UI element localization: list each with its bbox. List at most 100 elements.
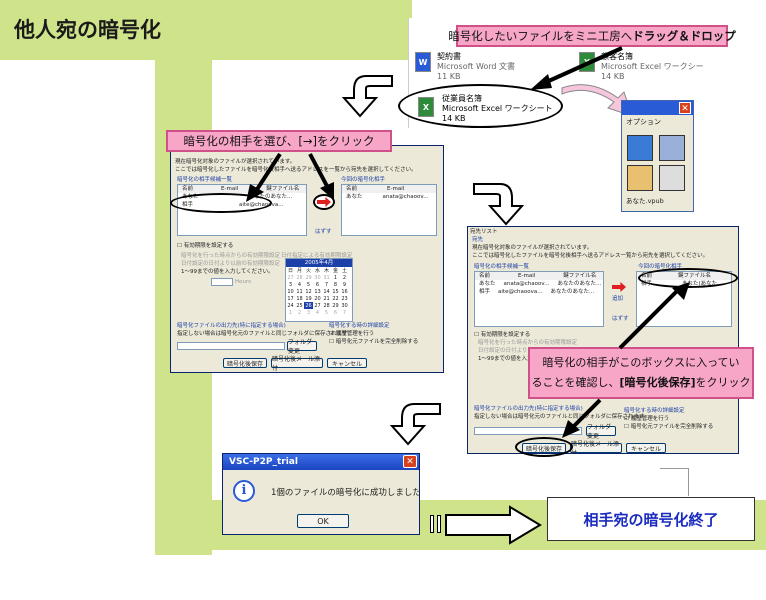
calendar-day[interactable]: 8 [333, 281, 338, 288]
calendar-day[interactable]: 19 [305, 295, 312, 302]
history-checkbox[interactable]: ☑ 履歴管理を行う [329, 331, 375, 337]
calendar-day[interactable]: 14 [323, 288, 330, 295]
hours-input[interactable] [211, 278, 233, 286]
table-row[interactable]: あなた anata@chaoov... あなたのあなた... [475, 280, 603, 288]
calendar-day[interactable]: 3 [306, 309, 311, 316]
output-note: 指定しない場合は暗号化元のファイルと同じフォルダに保存されます [474, 414, 645, 420]
folder-change-button[interactable]: フォルダ変更 [287, 339, 317, 355]
file-item-employees[interactable]: X [418, 97, 434, 117]
calendar-day[interactable]: 28 [296, 274, 303, 281]
history-checkbox[interactable]: ☑ 履歴管理を行う [624, 416, 670, 422]
col-header[interactable]: E-mail [518, 273, 536, 279]
calendar-day[interactable]: 21 [323, 295, 330, 302]
calendar-day[interactable]: 10 [287, 288, 294, 295]
calendar-day[interactable]: 27 [287, 274, 294, 281]
calendar-day[interactable]: 9 [342, 281, 347, 288]
calendar-day[interactable]: 16 [341, 288, 348, 295]
expire-option[interactable]: 日付設定の日付より以前の有効期限設定 [478, 347, 577, 355]
encrypt-save-button[interactable]: 暗号化後保存 [223, 358, 267, 368]
calendar-day[interactable]: 31 [323, 274, 330, 281]
calendar-day[interactable]: 1 [333, 274, 338, 281]
calendar-day[interactable]: 4 [315, 309, 320, 316]
encrypt-mail-button[interactable]: 暗号化後メール添付 [271, 356, 323, 372]
unit-select[interactable]: Hours [235, 279, 252, 285]
option-label[interactable]: オプション [626, 118, 661, 126]
calendar-day[interactable]: 30 [341, 302, 348, 309]
calendar-day[interactable]: 24 [287, 302, 294, 309]
outline-arrow-down-left-2 [389, 403, 441, 446]
table-row[interactable]: あなた anata@chaoov... [342, 193, 436, 201]
delete-original-checkbox[interactable]: ☐ 暗号化元ファイルを完全削除する [329, 339, 419, 345]
expire-option[interactable]: 日付設定の日付より以前の有効期限設定 [181, 261, 280, 267]
calendar-day[interactable]: 5 [324, 309, 329, 316]
output-path-input[interactable] [474, 427, 582, 435]
add-button[interactable]: 追加 [612, 296, 624, 302]
calendar-day[interactable]: 11 [296, 288, 303, 295]
col-header[interactable]: E-mail [387, 186, 405, 192]
calendar-day[interactable]: 1 [288, 309, 293, 316]
cancel-button[interactable]: キャンセル [626, 443, 666, 453]
calendar-day[interactable]: 22 [332, 295, 339, 302]
expire-checkbox[interactable]: ☐ 有効期限を設定する [177, 243, 234, 249]
expire-option[interactable]: 暗号化を行った時点からの有効期限設定 [181, 253, 281, 259]
col-header[interactable]: 名前 [346, 186, 358, 192]
calendar-day[interactable]: 12 [305, 288, 312, 295]
remove-button[interactable]: はずす [315, 229, 332, 235]
close-icon[interactable]: ✕ [679, 102, 691, 114]
table-row[interactable]: 相手 aite@chaoova... あなたのあなた... [475, 288, 603, 296]
col-header[interactable]: 鍵ファイル名 [266, 186, 300, 192]
encrypt-drop-icon[interactable] [627, 135, 653, 161]
expire-option[interactable]: 暗号化を行った時点からの有効期限設定 [478, 340, 578, 346]
calendar-day[interactable]: 26 [304, 302, 313, 309]
expire-option[interactable]: 日付指定による有効期限設定 [281, 253, 353, 259]
calendar-day[interactable]: 15 [332, 288, 339, 295]
cancel-button[interactable]: キャンセル [327, 358, 367, 368]
delete-original-checkbox[interactable]: ☐ 暗号化元ファイルを完全削除する [624, 424, 714, 430]
close-icon[interactable]: ✕ [403, 455, 417, 468]
col-header[interactable]: 名前 [479, 273, 491, 279]
encrypt-mail-button[interactable]: 暗号化後メール添付 [570, 441, 622, 453]
calendar-day[interactable]: 7 [342, 309, 347, 316]
calendar-day[interactable]: 18 [296, 295, 303, 302]
calendar-day[interactable]: 13 [314, 288, 321, 295]
folder-icon[interactable] [659, 165, 685, 191]
calendar-day[interactable]: 2 [342, 274, 347, 281]
history-label: 履歴管理を行う [630, 416, 670, 422]
add-arrow-button[interactable] [313, 194, 335, 210]
col-header[interactable]: 名前 [182, 186, 194, 192]
calendar-day[interactable]: 29 [332, 302, 339, 309]
ok-button[interactable]: OK [297, 514, 349, 528]
calendar-day[interactable]: 5 [306, 281, 311, 288]
calendar-day[interactable]: 29 [305, 274, 312, 281]
calendar-day[interactable]: 25 [296, 302, 303, 309]
file-item-contract[interactable]: W [415, 52, 431, 72]
file-type: Microsoft Word 文書 [437, 62, 516, 71]
calendar-day[interactable]: 3 [288, 281, 293, 288]
dragged-file-highlight[interactable]: X 従業員名簿 Microsoft Excel ワークシート 14 KB [398, 84, 563, 128]
calendar-day[interactable]: 7 [324, 281, 329, 288]
candidate-list[interactable]: 名前 E-mail 鍵ファイル名 あなた anata@chaoov... あなた… [474, 271, 604, 327]
calendar-day[interactable]: 27 [314, 302, 321, 309]
word-icon: W [415, 52, 431, 72]
divider [688, 468, 689, 496]
recipient-list[interactable]: 名前 E-mail あなた anata@chaoov... [341, 184, 437, 236]
expire-checkbox[interactable]: ☐ 有効期限を設定する [474, 332, 531, 338]
add-arrow-button[interactable] [610, 281, 628, 293]
user-icon[interactable] [627, 165, 653, 191]
calendar-day[interactable]: 6 [315, 281, 320, 288]
calendar-day[interactable]: 20 [314, 295, 321, 302]
calendar-day[interactable]: 28 [323, 302, 330, 309]
calendar-day[interactable]: 2 [297, 309, 302, 316]
calendar-day[interactable]: 6 [333, 309, 338, 316]
remove-button[interactable]: はずす [612, 316, 629, 322]
calendar-day[interactable]: 4 [297, 281, 302, 288]
decrypt-icon[interactable] [659, 135, 685, 161]
calendar-day[interactable]: 30 [314, 274, 321, 281]
col-header[interactable]: E-mail [221, 186, 239, 192]
calendar-day[interactable]: 23 [341, 295, 348, 302]
calendar-day[interactable]: 17 [287, 295, 294, 302]
output-path-input[interactable] [177, 342, 285, 350]
col-header[interactable]: 鍵ファイル名 [563, 273, 597, 279]
